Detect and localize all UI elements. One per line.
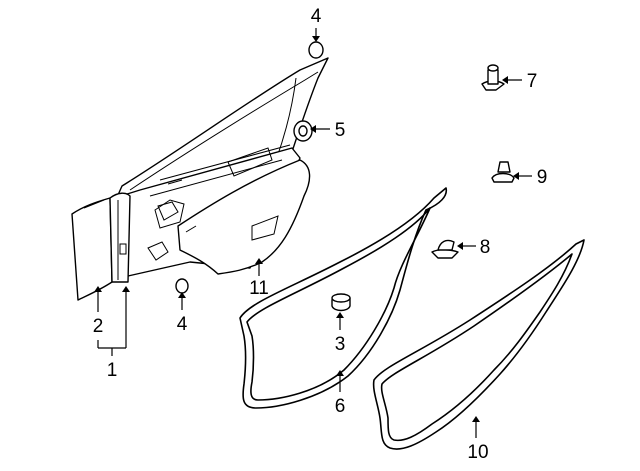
callout-6: 6 (335, 396, 346, 417)
rear-door-weatherstrip (372, 239, 585, 450)
callout-11: 11 (249, 278, 269, 299)
callout-4-lower: 4 (177, 314, 188, 335)
callout-10: 10 (467, 442, 488, 463)
stopper (331, 293, 351, 312)
callout-9: 9 (537, 167, 548, 188)
callout-8: 8 (480, 237, 491, 258)
callout-1: 1 (107, 360, 118, 381)
clip-part-8 (431, 239, 459, 259)
callout-3: 3 (335, 334, 346, 355)
callout-5: 5 (335, 120, 346, 141)
clip-part-7 (481, 64, 505, 91)
callout-7: 7 (527, 71, 538, 92)
grommet (293, 120, 313, 142)
callout-4-upper: 4 (311, 6, 322, 27)
plug-lower (175, 278, 189, 294)
water-shield-panel (177, 159, 311, 275)
plug-upper (308, 41, 324, 59)
callout-2: 2 (93, 316, 104, 337)
front-door-weatherstrip (239, 187, 448, 409)
clip-part-9 (491, 161, 515, 183)
leader-lines (94, 28, 532, 438)
